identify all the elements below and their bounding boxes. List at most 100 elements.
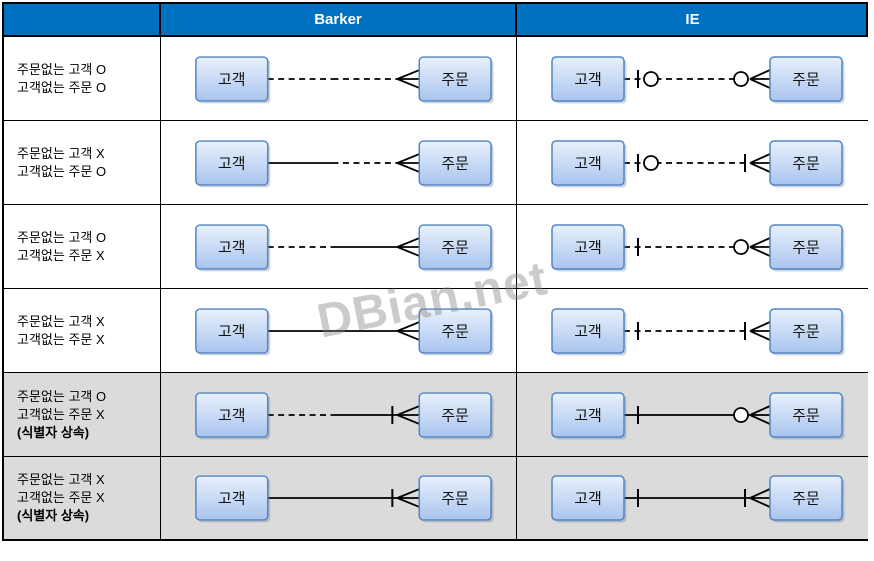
entity-box-left bbox=[551, 475, 625, 521]
entity-box-right bbox=[418, 55, 492, 102]
ie-diagram-cell: 고객 주문 bbox=[517, 289, 868, 372]
entity-box-right-label: 주문 bbox=[441, 323, 469, 340]
entity-box-left-label: 고객 bbox=[218, 490, 246, 507]
header-ie-label: IE bbox=[685, 11, 700, 28]
entity-box-left-label: 고객 bbox=[218, 239, 246, 256]
entity-box-left-label: 고객 bbox=[574, 491, 602, 508]
ie-diagram-cell: 고객 주문 bbox=[517, 121, 868, 204]
crowfoot-icon bbox=[749, 404, 771, 416]
header-cell-barker: Barker bbox=[161, 4, 517, 35]
entity-box-right bbox=[769, 223, 843, 270]
entity-box-left-label: 고객 bbox=[574, 71, 602, 88]
row-label: 주문없는 고객 O 고객없는 주문 X (식별자 상속) bbox=[4, 373, 161, 456]
entity-box-right-label: 주문 bbox=[792, 155, 820, 172]
entity-box-right-label: 주문 bbox=[441, 407, 469, 424]
barker-diagram: 고객 주문 bbox=[195, 307, 494, 355]
entity-box-left-label: 고객 bbox=[218, 71, 246, 88]
optionality-circle-icon bbox=[733, 406, 749, 423]
entity-box-right-label: 주문 bbox=[792, 71, 820, 88]
entity-box-right bbox=[769, 139, 843, 186]
entity-box-left bbox=[551, 391, 625, 438]
row-label-line: 주문없는 고객 O bbox=[17, 388, 107, 404]
entity-box-left-label: 고객 bbox=[218, 323, 246, 340]
entity-box-right-label: 주문 bbox=[792, 323, 820, 340]
crowfoot-icon bbox=[396, 413, 420, 425]
entity-box-left bbox=[195, 391, 269, 438]
crowfoot-icon bbox=[749, 488, 771, 499]
row-label-line: 고객없는 주문 X bbox=[17, 331, 105, 347]
crowfoot-icon bbox=[396, 497, 420, 508]
entity-box-left bbox=[551, 223, 625, 270]
crowfoot-icon bbox=[396, 161, 420, 173]
crowfoot-icon bbox=[396, 77, 420, 89]
ie-diagram-cell: 고객 주문 bbox=[517, 373, 868, 456]
table-header-row: Barker IE bbox=[4, 2, 868, 37]
ie-diagram-cell: 고객 주문 bbox=[517, 205, 868, 288]
entity-box-left bbox=[195, 55, 269, 102]
header-cell-ie: IE bbox=[517, 4, 868, 35]
row-label-line: 주문없는 고객 X bbox=[17, 145, 105, 161]
row-label-line: 고객없는 주문 X bbox=[17, 247, 105, 263]
entity-box-left bbox=[195, 307, 269, 354]
entity-box-right bbox=[418, 223, 492, 270]
optionality-circle-icon bbox=[733, 238, 749, 255]
barker-diagram: 고객 주문 bbox=[195, 223, 494, 271]
crowfoot-icon bbox=[396, 404, 420, 416]
entity-box-right-label: 주문 bbox=[792, 407, 820, 424]
optionality-circle-icon bbox=[643, 154, 659, 171]
row-label-line: (식별자 상속) bbox=[17, 508, 90, 523]
entity-box-right bbox=[769, 55, 843, 102]
crowfoot-icon bbox=[749, 329, 771, 341]
entity-box-left-label: 고객 bbox=[574, 323, 602, 340]
crowfoot-icon bbox=[396, 320, 420, 332]
crowfoot-icon bbox=[396, 152, 420, 164]
ie-diagram: 고객 주문 bbox=[551, 223, 845, 271]
optionality-circle-icon bbox=[733, 70, 749, 87]
entity-box-left-label: 고객 bbox=[574, 239, 602, 256]
entity-box-right bbox=[769, 307, 843, 354]
entity-box-right bbox=[418, 475, 492, 521]
crowfoot-icon bbox=[749, 152, 771, 164]
entity-box-right-label: 주문 bbox=[792, 239, 820, 256]
row-label-line: 주문없는 고객 O bbox=[17, 229, 107, 245]
crowfoot-icon bbox=[749, 413, 771, 425]
ie-diagram: 고객 주문 bbox=[551, 139, 845, 187]
table-row: 주문없는 고객 O 고객없는 주문 X 고객 주문 고객 주문 bbox=[4, 205, 868, 289]
row-label-line: 고객없는 주문 O bbox=[17, 163, 107, 179]
ie-diagram: 고객 주문 bbox=[551, 55, 845, 103]
entity-box-left bbox=[195, 139, 269, 186]
entity-box-left-label: 고객 bbox=[574, 155, 602, 172]
optionality-circle-icon bbox=[643, 70, 659, 87]
crowfoot-icon bbox=[396, 329, 420, 341]
entity-box-right-label: 주문 bbox=[441, 239, 469, 256]
row-label-line: 주문없는 고객 O bbox=[17, 61, 107, 77]
entity-box-left-label: 고객 bbox=[574, 407, 602, 424]
row-label-line: (식별자 상속) bbox=[17, 424, 90, 440]
entity-box-left-label: 고객 bbox=[218, 155, 246, 172]
row-label-line: 고객없는 주문 X bbox=[17, 406, 105, 422]
entity-box-right bbox=[418, 391, 492, 438]
entity-box-right bbox=[418, 139, 492, 186]
entity-box-left bbox=[551, 139, 625, 186]
crowfoot-icon bbox=[749, 77, 771, 89]
barker-diagram-cell: 고객 주문 bbox=[161, 289, 517, 372]
header-cell-empty bbox=[4, 4, 161, 35]
ie-diagram-cell: 고객 주문 bbox=[517, 37, 868, 120]
ie-diagram: 고객 주문 bbox=[551, 307, 845, 355]
row-label: 주문없는 고객 X 고객없는 주문 O bbox=[4, 121, 161, 204]
row-label-line: 고객없는 주문 X bbox=[17, 490, 105, 505]
